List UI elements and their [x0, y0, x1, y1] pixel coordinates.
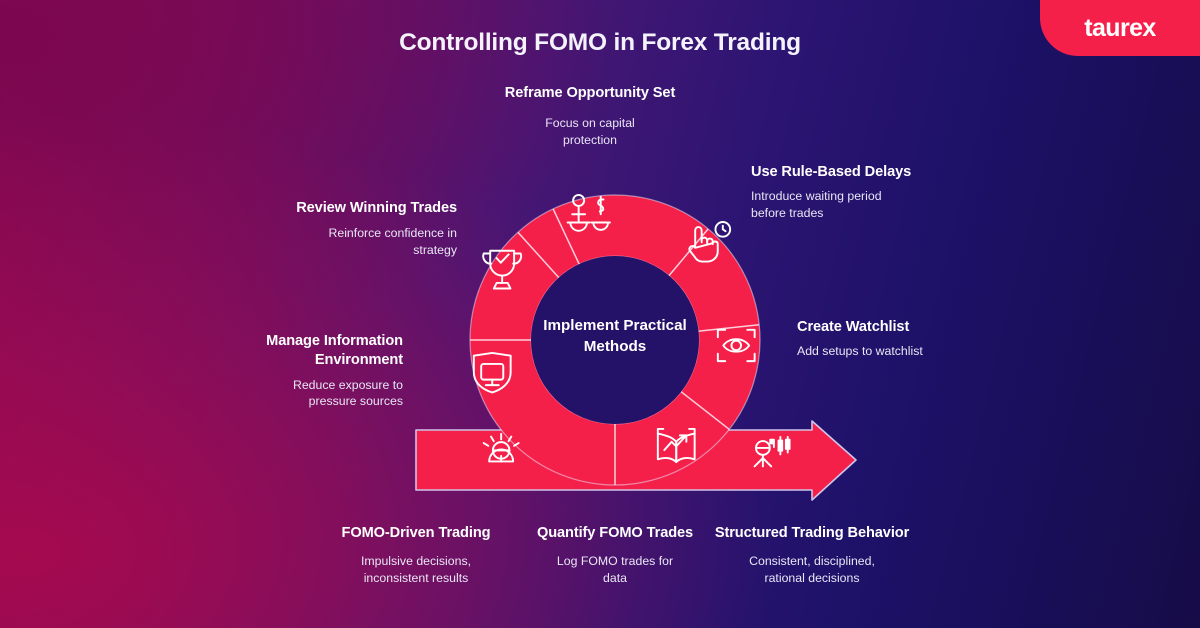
center-label-line2: Methods: [583, 337, 647, 355]
trophy-check-icon: [482, 249, 523, 290]
step-title: Create Watchlist: [797, 319, 910, 335]
step-label-review-winning-trades: Review Winning Trades Reinforce confiden…: [243, 199, 457, 259]
step-label-create-watchlist: Create Watchlist Add setups to watchlist: [797, 318, 1027, 360]
cycle-ring: [469, 194, 761, 486]
step-desc: Focus on capital protection: [545, 116, 635, 148]
center-label: Implement Practical Methods: [515, 316, 715, 358]
brand-wordmark: taurex: [1084, 13, 1156, 42]
step-title: Use Rule-Based Delays: [751, 164, 912, 180]
hand-click-timer-icon: [688, 221, 732, 263]
step-desc: Introduce waiting period before trades: [751, 189, 882, 221]
eye-focus-icon: [716, 328, 756, 363]
monitor-shield-icon: [472, 351, 512, 394]
trader-candlestick-icon: [753, 435, 791, 468]
step-label-manage-information-environment: Manage Information Environment Reduce ex…: [203, 332, 403, 410]
step-title: Structured Trading Behavior: [714, 525, 910, 541]
step-title: FOMO-Driven Trading: [341, 525, 491, 541]
step-label-reframe-opportunity-set: Reframe Opportunity Set Focus on capital…: [440, 84, 740, 149]
step-desc: Reduce exposure to pressure sources: [292, 377, 403, 409]
balance-scales-icon: [566, 193, 611, 232]
stressed-person-icon: [482, 432, 520, 463]
step-desc: Reinforce confidence in strategy: [328, 226, 457, 258]
step-label-quantify-fomo-trades: Quantify FOMO Trades Log FOMO trades for…: [515, 524, 715, 587]
taurex-logo-badge: taurex: [1040, 0, 1200, 56]
step-label-use-rule-based-delays: Use Rule-Based Delays Introduce waiting …: [751, 163, 981, 222]
step-desc: Log FOMO trades for data: [556, 554, 674, 586]
step-title: Review Winning Trades: [296, 200, 457, 216]
center-label-line1: Implement Practical: [543, 317, 687, 334]
step-label-fomo-driven-trading: FOMO-Driven Trading Impulsive decisions,…: [316, 524, 516, 587]
step-title: Reframe Opportunity Set: [504, 85, 676, 101]
step-title: Manage Information Environment: [266, 333, 403, 369]
step-label-structured-trading-behavior: Structured Trading Behavior Consistent, …: [712, 524, 912, 587]
step-desc: Consistent, disciplined, rational decisi…: [749, 554, 875, 586]
step-desc: Add setups to watchlist: [797, 344, 923, 359]
journal-uptrend-icon: [656, 427, 696, 464]
page-title: Controlling FOMO in Forex Trading: [399, 29, 801, 56]
step-desc: Impulsive decisions, inconsistent result…: [360, 554, 472, 586]
step-title: Quantify FOMO Trades: [536, 525, 694, 541]
